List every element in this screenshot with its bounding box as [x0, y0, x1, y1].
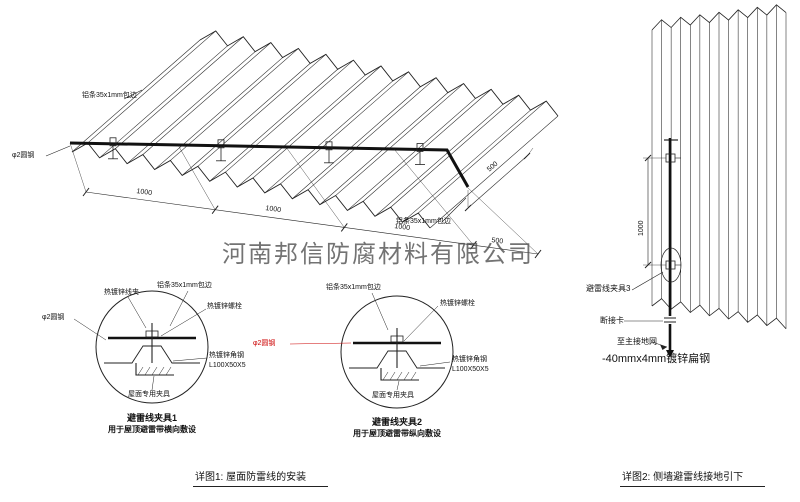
- d1-label-bolt: 热镀锌螺栓: [207, 303, 242, 310]
- d1-label-alu: 铝条35x1mm包边: [157, 282, 212, 289]
- caption-detail1: 详图1: 屋面防雷线的安装: [193, 468, 329, 487]
- d1-label-angle-size: L100X50X5: [209, 362, 246, 369]
- d2-label-angle-size: L100X50X5: [452, 366, 489, 373]
- label-alu-strip-top: 铝条35x1mm包边: [82, 92, 137, 99]
- company-watermark: 河南邦信防腐材料有限公司: [222, 240, 534, 268]
- label-alu-strip-right: 铝条35x1mm包边: [396, 218, 451, 225]
- d2-label-bolt: 热镀锌螺栓: [440, 300, 475, 307]
- label-round-steel-main: φ2圆钢: [12, 152, 35, 159]
- d2-label-alu: 铝条35x1mm包边: [326, 284, 381, 291]
- d1-label-fixture: 屋面专用夹具: [128, 391, 170, 398]
- wall-label-ground: 至主接地网: [617, 337, 657, 346]
- wall-label-disconnect: 断接卡: [600, 316, 624, 325]
- wall-dim-1000: 1000: [638, 220, 645, 236]
- caption-detail2: 详图2: 侧墙避雷线接地引下: [620, 468, 766, 487]
- d2-label-rod: φ2圆钢: [253, 340, 276, 347]
- d2-title: 避雷线夹具2: [371, 417, 422, 427]
- d1-subtitle: 用于屋顶避雷带横向敷设: [108, 425, 196, 434]
- d1-title: 避雷线夹具1: [126, 413, 177, 423]
- d1-label-rod: φ2圆钢: [42, 314, 65, 321]
- wall-label-clamp3: 避雷线夹具3: [586, 284, 631, 293]
- d2-label-angle: 热镀锌角钢: [452, 356, 487, 363]
- wall-label-flat-steel: -40mmx4mm镀锌扁钢: [602, 353, 711, 365]
- d2-label-fixture: 屋面专用夹具: [372, 392, 414, 399]
- d1-label-angle: 热镀锌角钢: [209, 352, 244, 359]
- d1-label-clip: 热镀锌线夹: [104, 289, 139, 296]
- d2-subtitle: 用于屋顶避雷带纵向敷设: [353, 429, 441, 438]
